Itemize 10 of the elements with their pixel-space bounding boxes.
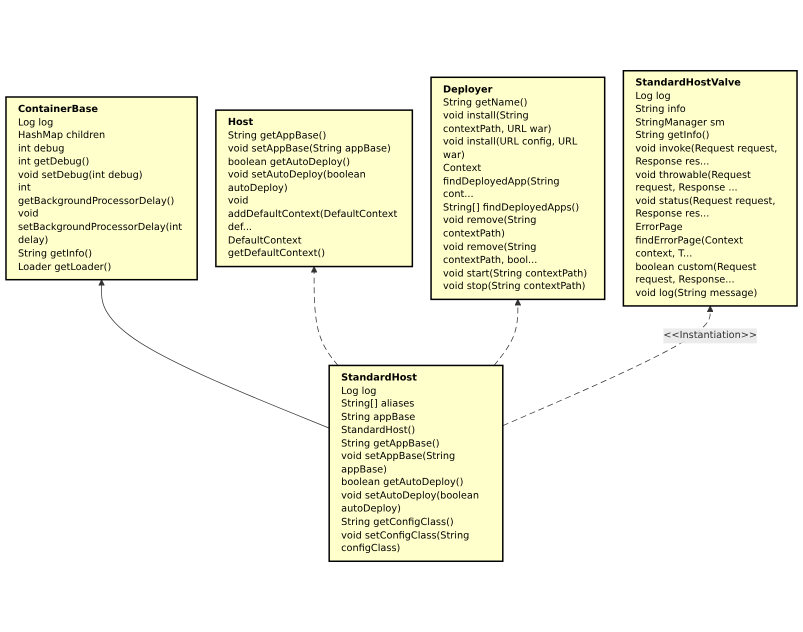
arrow bbox=[494, 299, 522, 366]
node-box: ContainerBase Log log HashMap children int debug int getDebug() void setDebug(int debug) int getBackgroundProcessorDelay() void setBackgroundProcessorDelay(int delay) String getInfo() Loader getLoader() bbox=[5, 96, 198, 280]
node-box: StandardHostValve Log log String info StringManager sm String getInfo() void invoke(Request request, Response res... void throwable(Request request, Response ... void status(Request request, Response res... ErrorPage findErrorPage(Context context, T... boolean custom(Request request, Response... void log(String message) bbox=[622, 70, 798, 307]
edge-label: <<Instantiation>> bbox=[663, 330, 758, 342]
node-box: Deployer String getName() void install(String contextPath, URL war) void install(URL config, URL war) Context findDeployedApp(String cont... String[] findDeployedApps() void remove(String contextPath) void remove(String contextPath, bool... void start(String contextPath) void stop(String contextPath) bbox=[430, 76, 606, 300]
arrow bbox=[98, 279, 330, 428]
node-box: StandardHost Log log String[] aliases String appBase StandardHost() String getAppBase() void setAppBase(String appBase) boolean getAutoDeploy() void setAutoDeploy(boolean autoDeploy) String getConfigClass() void setConfigClass(String configClass) bbox=[328, 364, 504, 562]
node-box: Host String getAppBase() void setAppBase(String appBase) boolean getAutoDeploy() void setAutoDeploy(boolean autoDeploy) void addDefaultContext(DefaultContext def... DefaultContext getDefaultContext() bbox=[215, 109, 414, 268]
arrow bbox=[310, 266, 338, 366]
arrow bbox=[502, 306, 714, 426]
